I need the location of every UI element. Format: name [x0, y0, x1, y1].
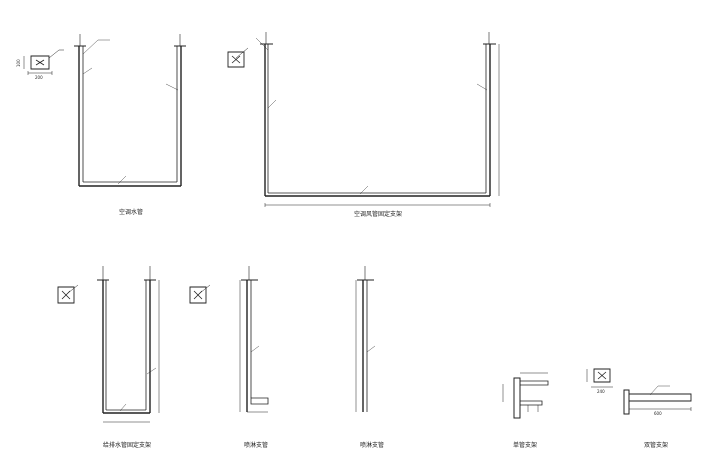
d6-bracket	[503, 373, 548, 418]
d5-hanger	[356, 266, 375, 412]
d1-caption: 空调水管	[118, 209, 144, 216]
d1-u-frame	[74, 34, 186, 186]
d2-anchor-plate-detail	[228, 48, 248, 67]
d2-frame	[256, 32, 499, 207]
d1-anchor-plate-detail	[24, 50, 64, 75]
d5-caption: 喷淋支管	[359, 442, 385, 449]
d7-cantilever	[624, 386, 691, 414]
d7-caption: 双管支架	[643, 442, 669, 449]
d4-hanger	[240, 266, 268, 412]
d3-anchor-plate-detail	[58, 285, 78, 303]
d2-caption: 空调风管固定支架	[353, 211, 403, 218]
d3-u-frame	[97, 266, 159, 422]
d4-anchor-plate-detail	[190, 285, 210, 303]
d3-caption: 给排水管固定支架	[102, 442, 152, 449]
d1-height-dimension: 100	[16, 59, 21, 67]
d4-caption: 喷淋支管	[243, 442, 269, 449]
d1-width-dimension: 200	[35, 75, 43, 80]
d7-width-dimension: 240	[597, 389, 605, 394]
d7-length-dimension: 600	[654, 411, 662, 416]
d6-caption: 单管支架	[512, 442, 538, 449]
d7-anchor-plate-detail	[587, 369, 613, 387]
